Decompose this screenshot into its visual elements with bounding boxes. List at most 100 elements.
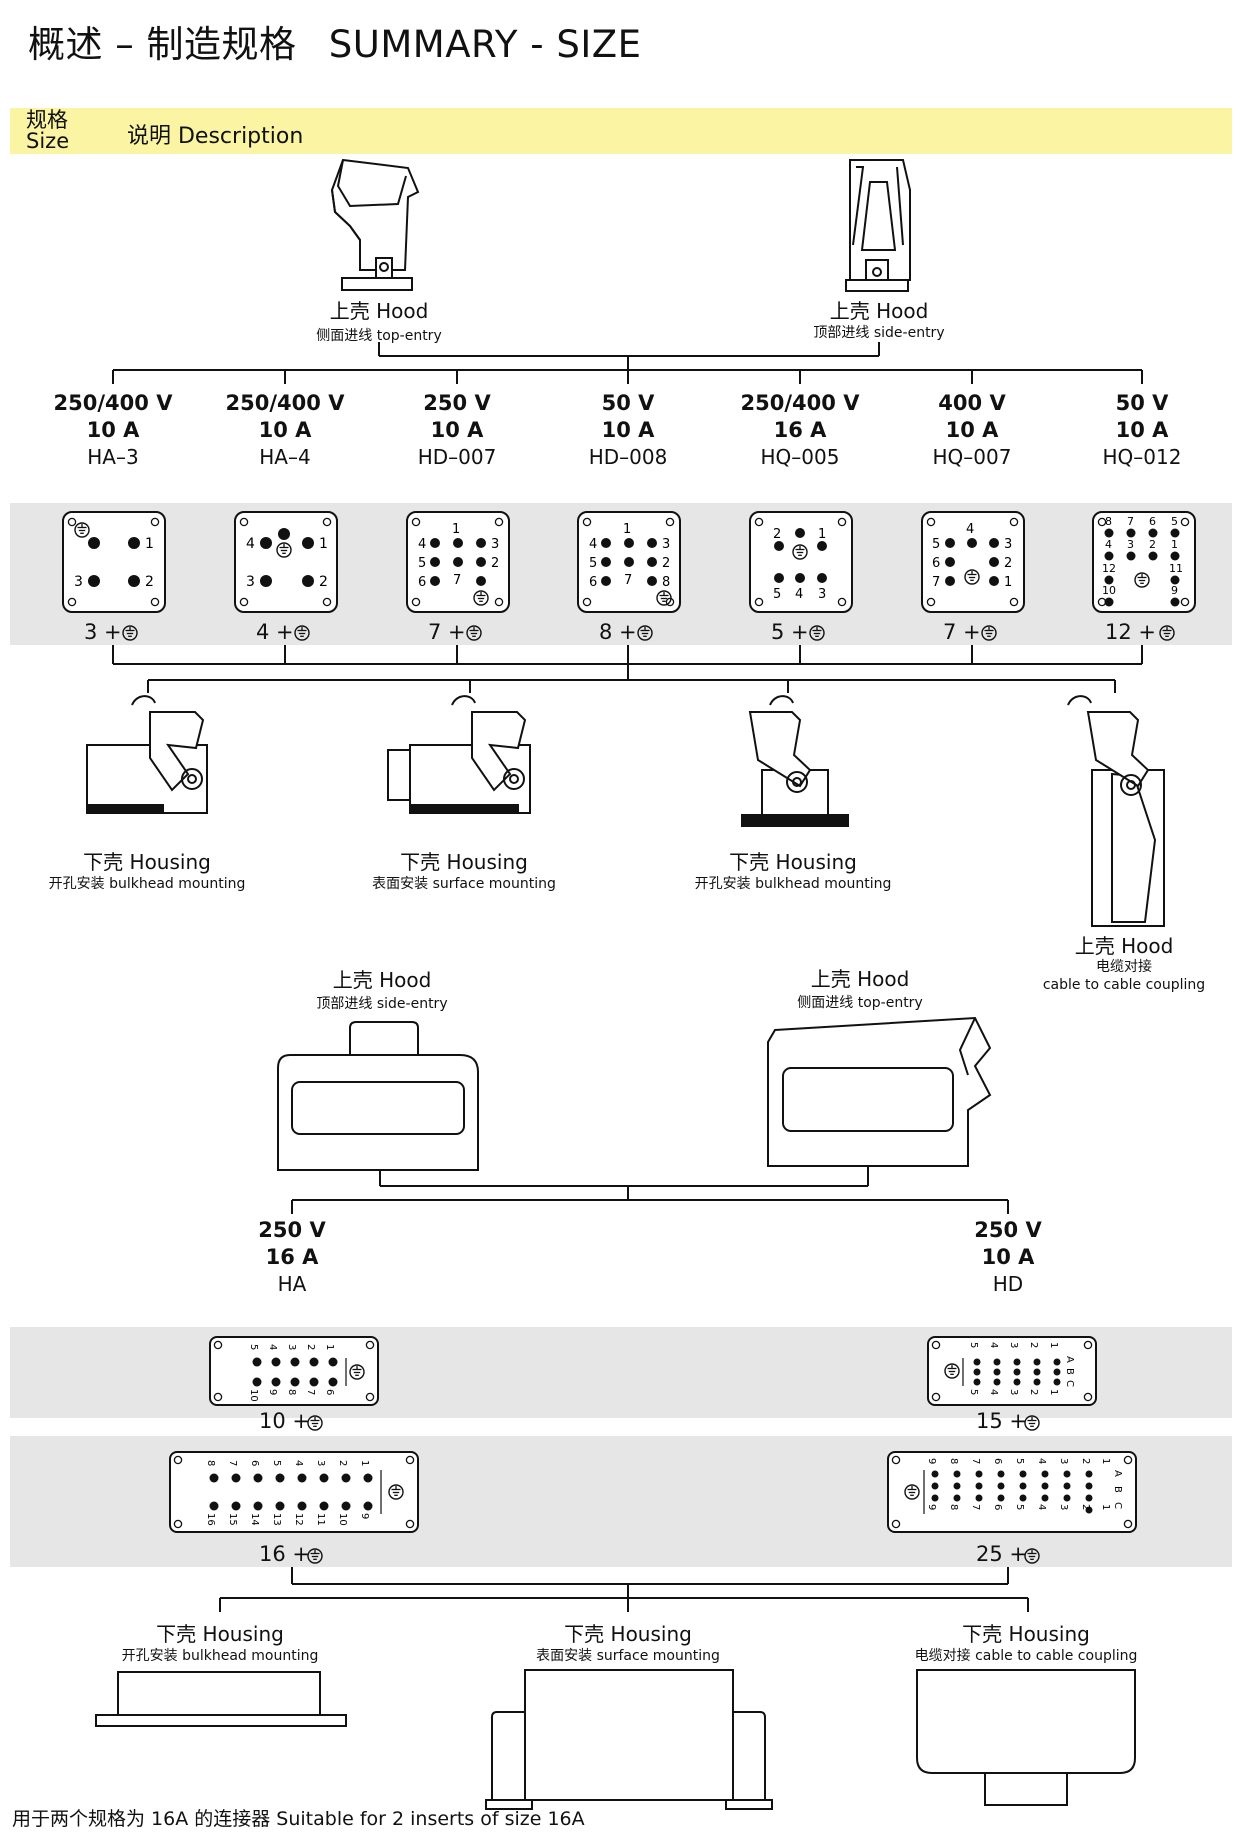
svg-text:1: 1	[1171, 538, 1178, 551]
svg-text:5: 5	[773, 587, 781, 602]
size-code: HA–3	[87, 445, 139, 469]
svg-text:13: 13	[271, 1513, 282, 1526]
svg-text:5: 5	[248, 1344, 259, 1350]
svg-text:3: 3	[1127, 538, 1134, 551]
svg-text:1: 1	[1100, 1504, 1111, 1510]
hood-large-top-entry-sub: 侧面进线 top-entry	[797, 995, 923, 1011]
housing-bulkhead-bottom-label: 下壳 Housing	[156, 1622, 284, 1646]
size-code: HA–4	[259, 445, 311, 469]
svg-text:3: 3	[1008, 1342, 1019, 1348]
svg-text:5: 5	[1171, 515, 1178, 528]
svg-text:15: 15	[227, 1513, 238, 1526]
svg-text:7: 7	[970, 1458, 981, 1464]
size-code: HQ–005	[760, 445, 840, 469]
svg-text:8: 8	[948, 1504, 959, 1510]
svg-text:6: 6	[324, 1389, 335, 1395]
contact-count-hq012: 12 +	[1105, 620, 1156, 644]
svg-text:1: 1	[324, 1344, 335, 1350]
contact-count-hd15: 15 +	[976, 1409, 1027, 1433]
svg-text:4: 4	[1036, 1458, 1047, 1464]
svg-text:10: 10	[248, 1389, 259, 1402]
svg-text:9: 9	[926, 1504, 937, 1510]
voltage: 250 V	[974, 1218, 1042, 1242]
svg-text:4: 4	[966, 522, 974, 537]
housing-bulkhead-sub-1: 开孔安装 bulkhead mounting	[48, 876, 246, 892]
svg-text:1: 1	[1004, 575, 1012, 590]
housing-coupling-bottom-label: 下壳 Housing	[962, 1622, 1090, 1646]
svg-text:6: 6	[589, 575, 597, 590]
svg-text:14: 14	[249, 1513, 260, 1526]
contact-count-ha3: 3 +	[84, 620, 122, 644]
svg-text:2: 2	[145, 574, 154, 590]
svg-text:A: A	[1064, 1356, 1075, 1363]
svg-text:2: 2	[1004, 556, 1012, 571]
housing-bulkhead-bottom-drawing	[95, 1671, 347, 1727]
current: 10 A	[945, 418, 999, 442]
svg-text:B: B	[1064, 1368, 1075, 1375]
svg-text:5: 5	[271, 1460, 282, 1466]
housing-bulkhead-label-2: 下壳 Housing	[729, 850, 857, 874]
voltage: 250/400 V	[53, 391, 173, 415]
contact-count-ha10: 10 +	[259, 1409, 310, 1433]
contact-count-ha4: 4 +	[256, 620, 294, 644]
svg-text:9: 9	[267, 1389, 278, 1395]
svg-text:3: 3	[246, 574, 255, 590]
hood-large-top-entry-label: 上壳 Hood	[810, 967, 910, 991]
svg-text:12: 12	[1102, 562, 1116, 575]
svg-text:7: 7	[624, 573, 632, 588]
svg-text:5: 5	[418, 556, 426, 571]
hood-coupling-drawing	[1067, 695, 1165, 927]
svg-text:2: 2	[1080, 1458, 1091, 1464]
svg-text:2: 2	[1149, 538, 1156, 551]
svg-text:9: 9	[1171, 584, 1178, 597]
svg-text:3: 3	[74, 574, 83, 590]
svg-text:7: 7	[932, 575, 940, 590]
svg-text:3: 3	[286, 1344, 297, 1350]
svg-text:9: 9	[359, 1513, 370, 1519]
contact-count-hq005: 5 +	[771, 620, 809, 644]
voltage: 250/400 V	[225, 391, 345, 415]
svg-text:2: 2	[319, 574, 328, 590]
housing-bulkhead-bottom-sub: 开孔安装 bulkhead mounting	[121, 1648, 319, 1664]
current: 10 A	[86, 418, 140, 442]
contact-count-hd007: 7 +	[428, 620, 466, 644]
svg-text:5: 5	[968, 1342, 979, 1348]
svg-text:7: 7	[453, 573, 461, 588]
contact-count-hq007: 7 +	[943, 620, 981, 644]
svg-text:8: 8	[205, 1460, 216, 1466]
contact-count-hd25: 25 +	[976, 1542, 1027, 1566]
svg-text:10: 10	[337, 1513, 348, 1526]
housing-surface-drawing	[387, 695, 531, 814]
svg-text:B: B	[1112, 1486, 1123, 1493]
current: 16 A	[773, 418, 827, 442]
svg-text:4: 4	[246, 536, 255, 552]
svg-text:7: 7	[1127, 515, 1134, 528]
voltage: 400 V	[938, 391, 1006, 415]
svg-text:8: 8	[1105, 515, 1112, 528]
size-rating-hq007: 400 V 10 A HQ–007	[933, 390, 1012, 471]
svg-text:6: 6	[992, 1458, 1003, 1464]
hood-top-entry-drawing	[330, 158, 420, 291]
hood-top-entry-sub: 侧面进线 top-entry	[316, 328, 442, 344]
lower-bracket	[291, 1166, 1009, 1214]
hood-coupling-sub-cn: 电缆对接	[1096, 959, 1152, 975]
title-en: SUMMARY - SIZE	[328, 23, 642, 66]
size-code: HQ–007	[932, 445, 1012, 469]
top-hood-bracket	[112, 342, 1143, 384]
voltage: 50 V	[601, 391, 655, 415]
svg-text:5: 5	[968, 1389, 979, 1395]
housing-surface-sub: 表面安装 surface mounting	[372, 876, 556, 892]
svg-text:C: C	[1064, 1380, 1075, 1387]
voltage: 250 V	[258, 1218, 326, 1242]
